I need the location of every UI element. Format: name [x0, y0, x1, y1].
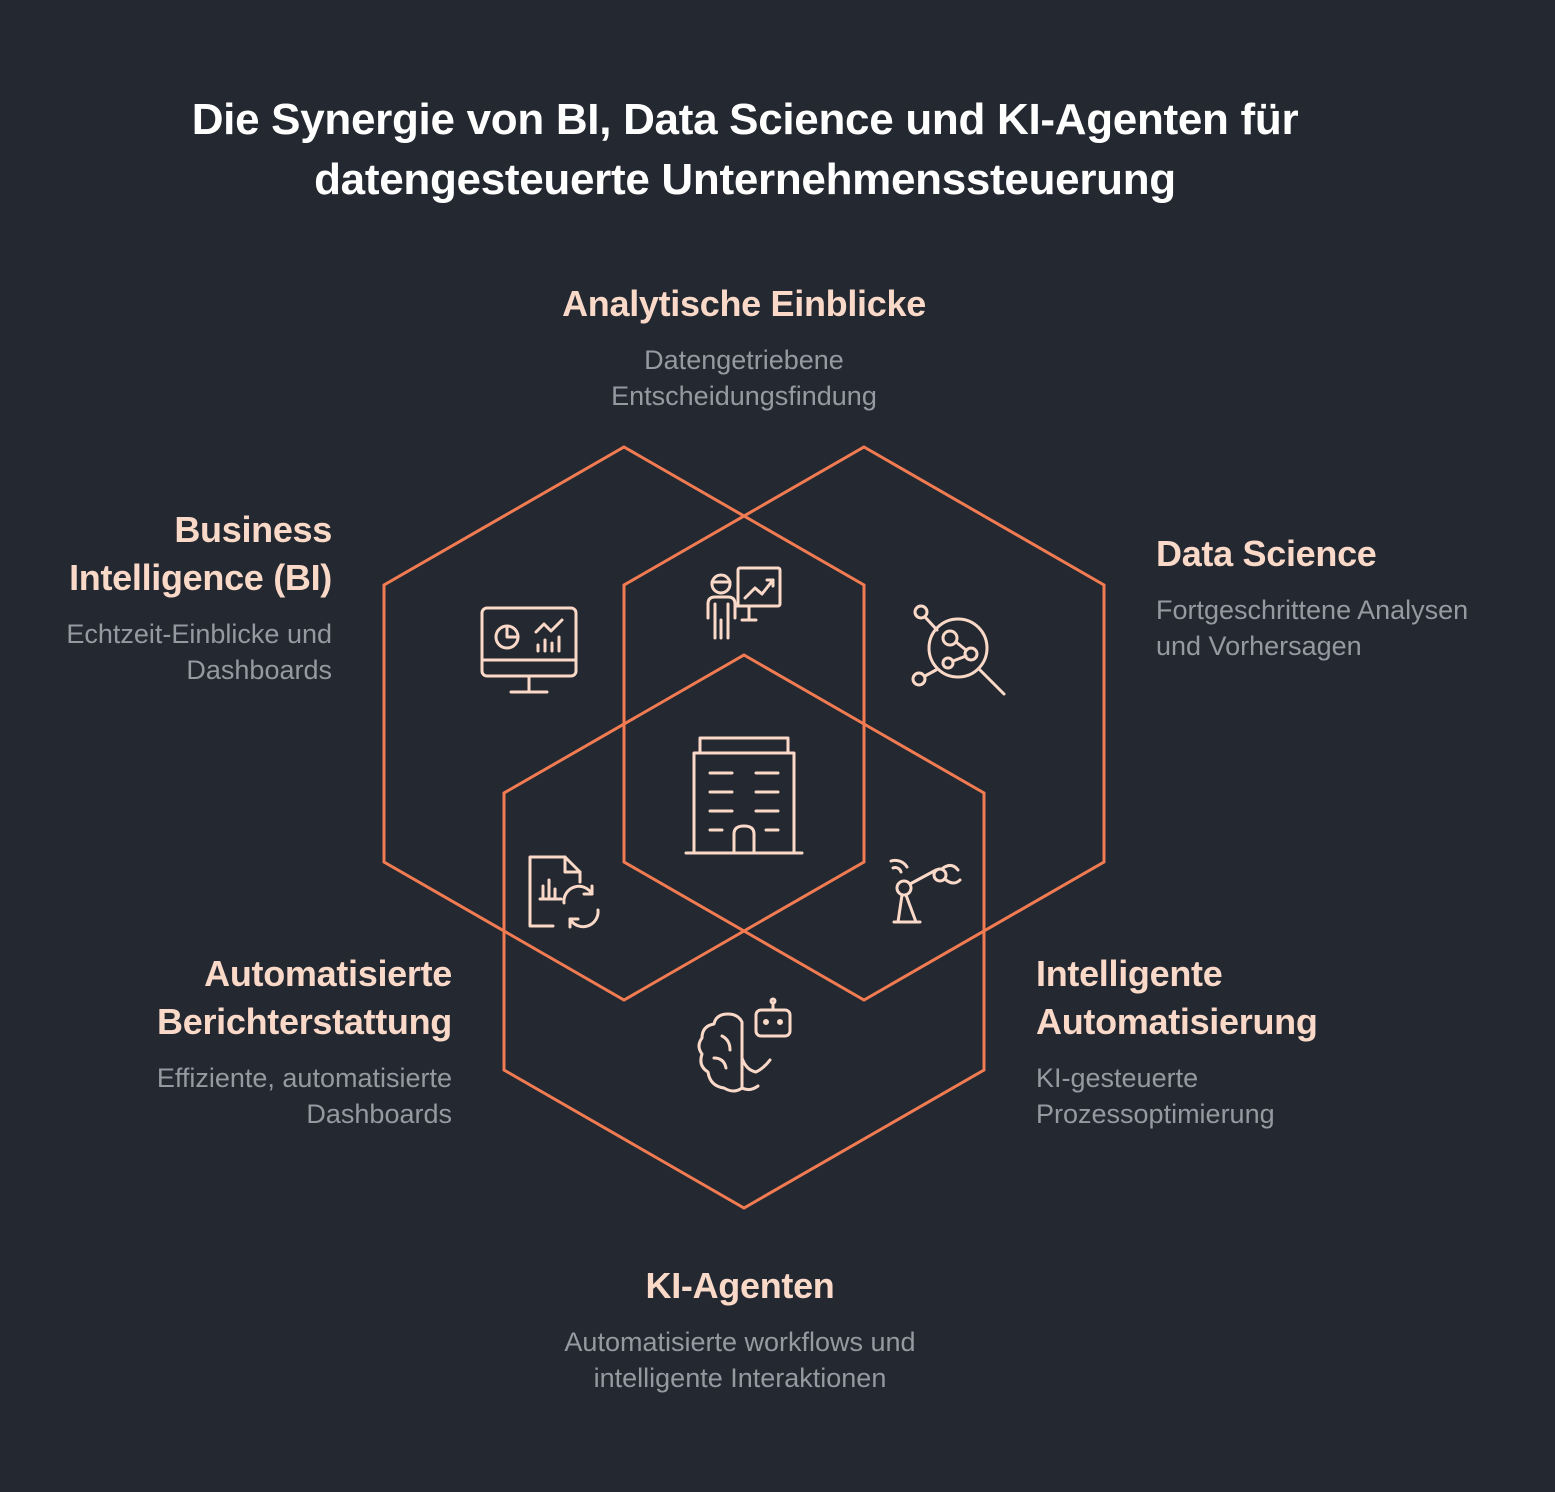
label-intelligente-automatisierung: Intelligente Automatisierung KI-gesteuer… [1036, 950, 1436, 1132]
page-title: Die Synergie von BI, Data Science und KI… [80, 90, 1410, 210]
analytische-einblicke-description: Datengetriebene Entscheidungsfindung [611, 345, 877, 411]
hexagon-ki-agenten [502, 653, 986, 1210]
intelligente-automatisierung-description: KI-gesteuerte Prozessoptimierung [1036, 1063, 1275, 1129]
automatisierte-berichterstattung-description: Effiziente, automatisierte Dashboards [156, 1063, 452, 1129]
analytische-einblicke-heading: Analytische Einblicke [562, 283, 926, 324]
title-line-2: datengesteuerte Unternehmenssteuerung [314, 155, 1176, 204]
label-ki-agenten: KI-Agenten Automatisierte workflows und … [470, 1262, 1010, 1396]
intelligente-automatisierung-heading: Intelligente Automatisierung [1036, 953, 1318, 1042]
automatisierte-berichterstattung-heading: Automatisierte Berichterstattung [157, 953, 452, 1042]
business-intelligence-heading: Business Intelligence (BI) [69, 509, 332, 598]
data-search-icon [911, 604, 1006, 696]
label-automatisierte-berichterstattung: Automatisierte Berichterstattung Effizie… [60, 950, 452, 1132]
hexagon-business-intelligence [382, 445, 866, 1002]
hexagon-data-science [622, 445, 1106, 1002]
ai-brain-robot-icon [697, 997, 792, 1093]
data-science-heading: Data Science [1156, 533, 1377, 574]
label-data-science: Data Science Fortgeschrittene Analysen u… [1156, 530, 1546, 664]
dashboard-monitor-icon [480, 606, 578, 694]
label-analytische-einblicke: Analytische Einblicke Datengetriebene En… [494, 280, 994, 414]
office-building-icon [684, 736, 804, 855]
robot-arm-icon [889, 858, 962, 924]
presenter-chart-icon [706, 566, 782, 640]
ki-agenten-description: Automatisierte workflows und intelligent… [564, 1327, 916, 1393]
label-business-intelligence: Business Intelligence (BI) Echtzeit-Einb… [20, 506, 332, 688]
ki-agenten-heading: KI-Agenten [645, 1265, 835, 1306]
title-line-1: Die Synergie von BI, Data Science und KI… [191, 95, 1299, 144]
report-refresh-icon [528, 855, 600, 929]
data-science-description: Fortgeschrittene Analysen und Vorhersage… [1156, 595, 1469, 661]
business-intelligence-description: Echtzeit-Einblicke und Dashboards [66, 619, 332, 685]
